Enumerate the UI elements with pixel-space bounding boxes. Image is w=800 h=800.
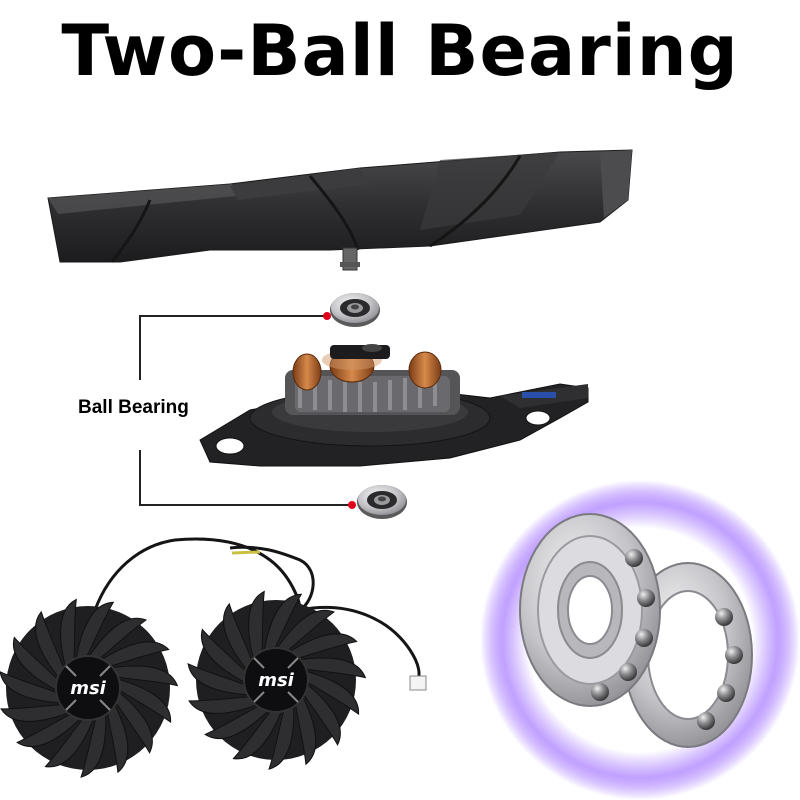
ball-bearing-label: Ball Bearing [78,397,189,418]
lower-bearing-illustration [357,485,407,519]
left-fan-illustration: msi [0,598,179,778]
upper-bearing-illustration [330,293,380,327]
left-fan-logo: msi [70,678,106,699]
right-fan-illustration: msi [187,590,367,770]
callout-dot-upper [323,312,331,320]
callout-dot-lower [348,501,356,509]
fan-cable-illustration [93,537,427,691]
right-fan-logo: msi [258,670,294,691]
motor-stator-illustration [199,344,589,467]
callout-lines [139,312,356,509]
page-title: Two-Ball Bearing [61,10,739,92]
bearing-detail-illustration [480,480,800,800]
fan-blade-illustration [47,149,633,271]
